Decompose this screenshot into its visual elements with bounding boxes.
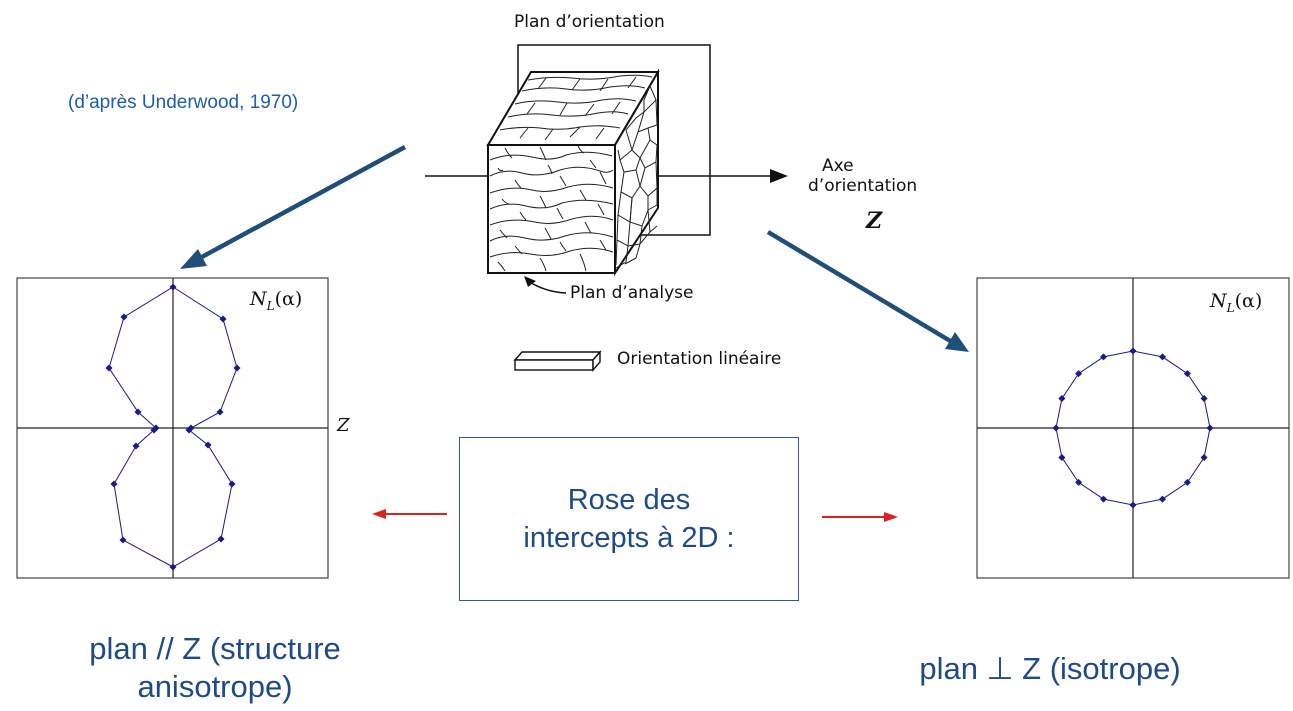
rose-box-line1: Rose des	[567, 484, 691, 516]
blue-arrow-left-head	[180, 249, 207, 269]
rose-box-line2: intercepts à 2D :	[523, 522, 735, 554]
left-rose-point	[185, 426, 193, 434]
blue-arrow-left	[198, 145, 407, 260]
analysis-plane-label: Plan d’analyse	[570, 283, 694, 303]
left-caption: plan // Z (structure anisotrope)	[40, 630, 390, 706]
left-rose-curve	[105, 283, 241, 571]
axis-label-block: Axe d’orientation	[808, 156, 917, 196]
left-rose-point	[132, 442, 140, 450]
analysis-plane-pointer	[527, 280, 567, 294]
left-rose-point	[110, 480, 118, 488]
rose-intercepts-box: Rose des intercepts à 2D :	[459, 437, 799, 601]
left-rose-point	[152, 424, 160, 432]
left-rose-point	[169, 563, 177, 571]
source-credit: (d’après Underwood, 1970)	[68, 92, 299, 113]
axis-label-line1: Axe	[822, 156, 854, 176]
orientation-axis-arrowhead	[770, 169, 788, 183]
right-caption: plan ⊥ Z (isotrope)	[919, 651, 1181, 686]
right-rose-plot	[976, 277, 1290, 579]
blue-arrow-right-head	[945, 332, 969, 352]
left-rose-point	[204, 441, 212, 449]
left-plot-function-label: NL(α)	[250, 288, 303, 313]
left-rose-point	[119, 536, 127, 544]
left-caption-line1: plan // Z (structure	[89, 631, 341, 666]
linear-orientation-label: Orientation linéaire	[617, 349, 782, 369]
red-arrow-left-head	[372, 509, 386, 519]
axis-label-line2: d’orientation	[808, 176, 918, 196]
left-rose-point	[120, 313, 128, 321]
left-rose-point	[217, 535, 225, 543]
red-arrow-right-head	[884, 512, 898, 522]
left-rose-point	[216, 408, 224, 416]
axis-symbol-z: Z	[866, 208, 883, 234]
left-rose-point	[134, 408, 142, 416]
left-rose-point	[105, 364, 113, 372]
analysis-plane-pointer-head	[524, 276, 536, 287]
left-rose-plot	[16, 277, 329, 579]
left-rose-point	[233, 364, 241, 372]
linear-orientation-icon	[513, 350, 602, 372]
left-plot-z-label: Z	[337, 415, 350, 436]
orientation-plane-label: Plan d’orientation	[514, 12, 665, 32]
specimen-block	[486, 68, 660, 277]
right-plot-function-label: NL(α)	[1210, 290, 1263, 315]
left-rose-point	[169, 283, 177, 291]
left-rose-point	[219, 315, 227, 323]
blue-arrow-right	[766, 230, 954, 344]
left-rose-point	[228, 480, 236, 488]
left-caption-line2: anisotrope)	[137, 669, 293, 704]
